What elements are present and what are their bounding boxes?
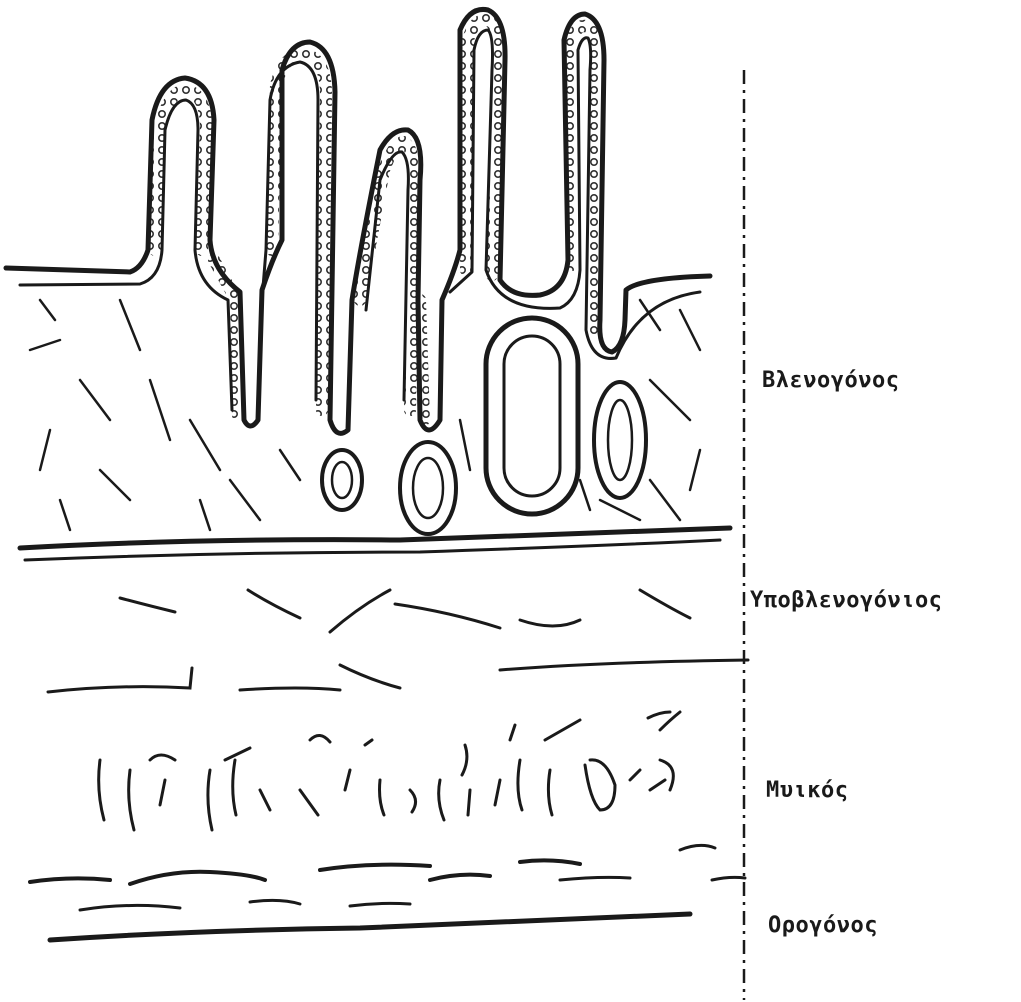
- crypt: [504, 336, 560, 496]
- epithelial-cells: [155, 20, 596, 420]
- submucosa-layer: [48, 590, 748, 692]
- crypt: [322, 450, 362, 510]
- villi-outer-outline: [6, 9, 710, 433]
- label-serosa: Ορογόνος: [768, 913, 878, 938]
- crypt: [400, 442, 456, 534]
- label-muscularis: Μυικός: [766, 778, 848, 803]
- crypt: [486, 318, 578, 514]
- crypt: [608, 400, 632, 480]
- crypt: [332, 462, 352, 498]
- label-mucosa: Βλενογόνος: [762, 368, 899, 393]
- muscularis-layer: [99, 712, 680, 830]
- crypt: [413, 458, 443, 518]
- label-submucosa: Υποβλενογόνιος: [750, 588, 942, 613]
- serosa-layer: [30, 845, 745, 940]
- mucosa-layer: [6, 9, 730, 560]
